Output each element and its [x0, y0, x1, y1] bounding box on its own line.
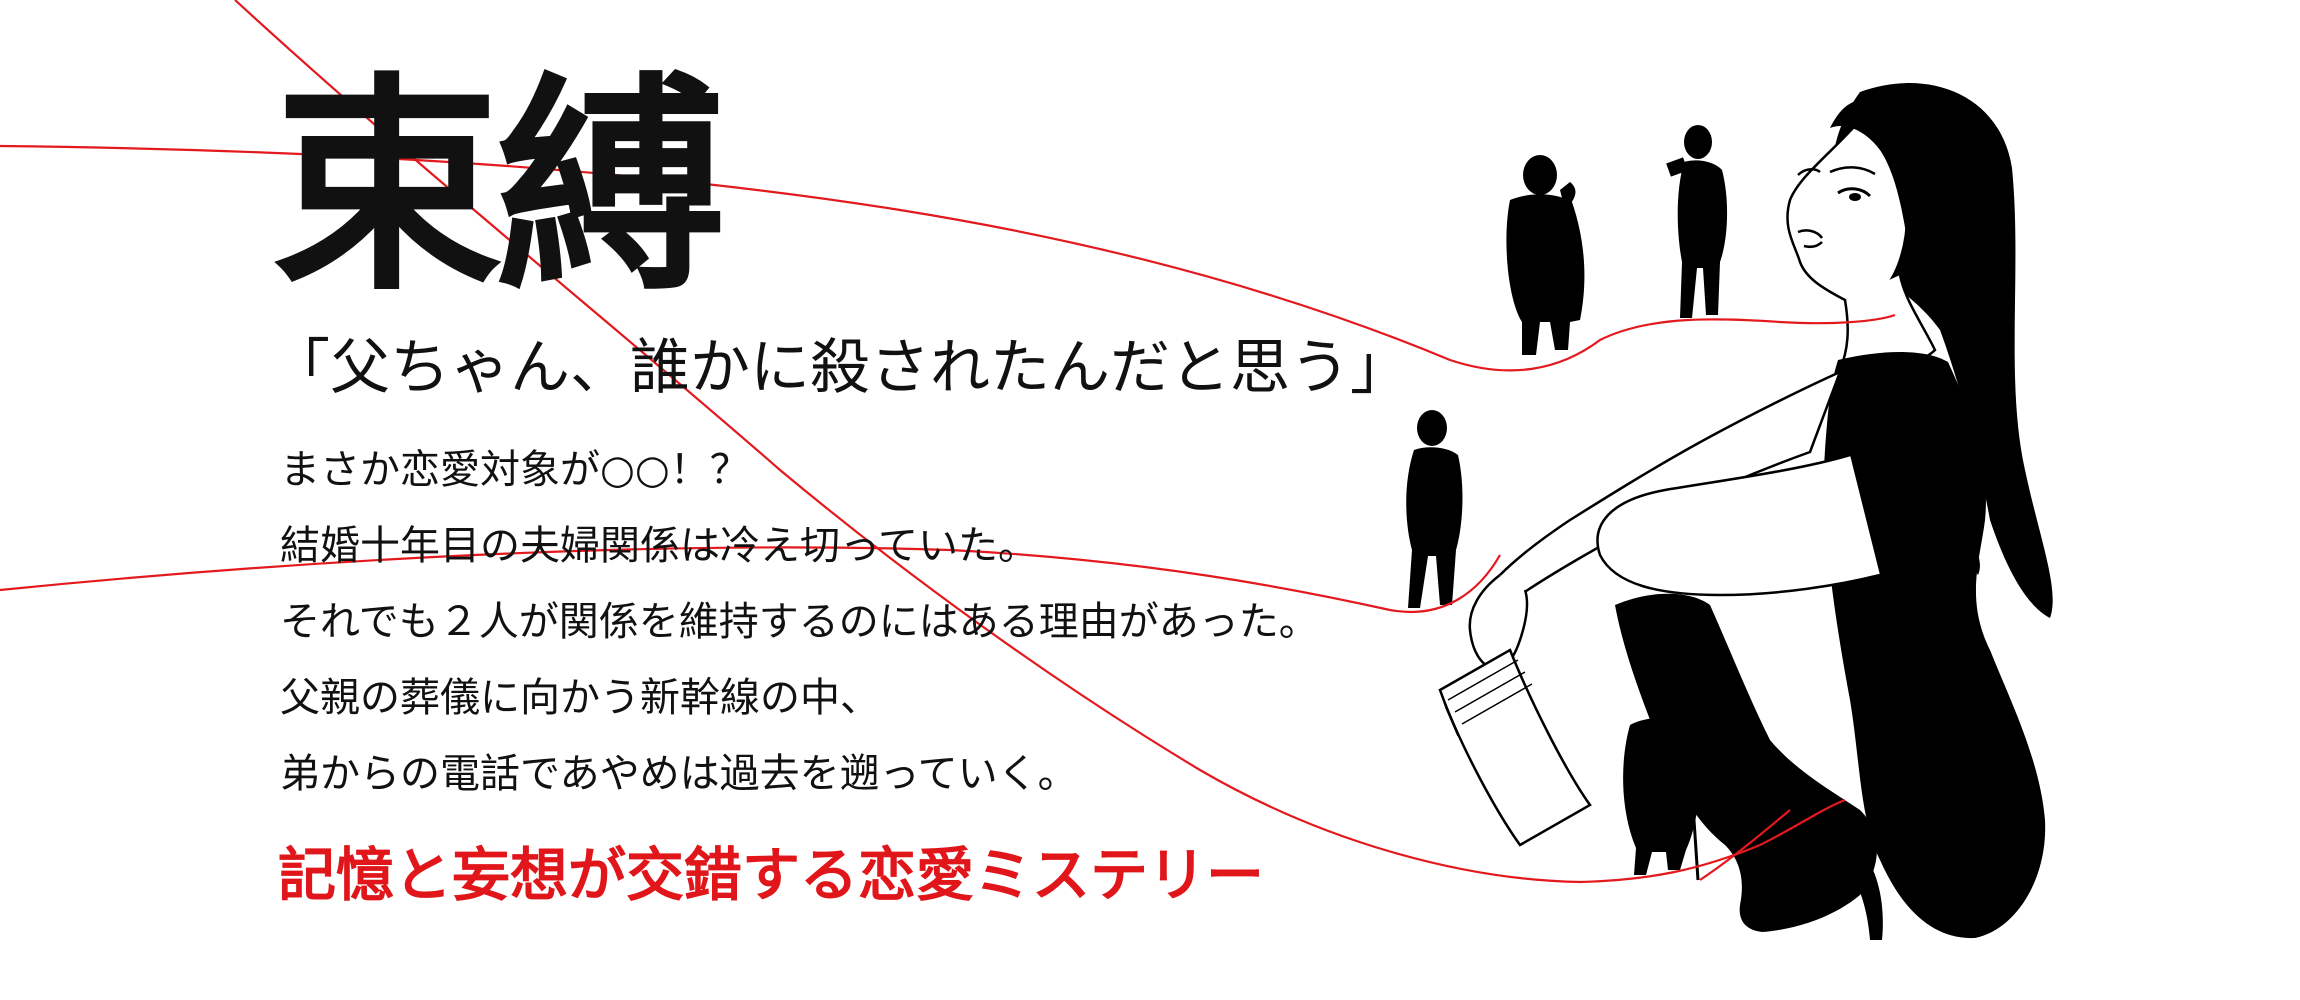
woman-eye-pupil — [1849, 193, 1861, 201]
synopsis-line: まさか恋愛対象が○○！？ — [280, 447, 750, 493]
man-silhouette-with-cane — [1623, 683, 1700, 881]
synopsis-line: 父親の葬儀に向かう新幹線の中、 — [280, 675, 880, 721]
man-silhouette-reading — [1666, 125, 1728, 318]
man-silhouette-standing — [1406, 410, 1463, 608]
woman-eye-left — [1797, 168, 1821, 176]
tagline: 記憶と妄想が交錯する恋愛ミステリー — [278, 841, 1265, 909]
woman-dress — [1824, 352, 2046, 939]
synopsis-line: 結婚十年目の夫婦関係は冷え切っていた。 — [280, 523, 1038, 569]
synopsis-line: それでも２人が関係を維持するのにはある理由があった。 — [280, 599, 1319, 645]
woman-brow — [1829, 166, 1876, 176]
synopsis-line: 弟からの電話であやめは過去を遡っていく。 — [280, 751, 1078, 797]
man-silhouette-eating — [1506, 155, 1585, 355]
woman-figure — [1438, 83, 2053, 940]
woman-eye — [1837, 187, 1872, 198]
woman-mouth — [1797, 229, 1824, 249]
woman-boot-heel — [1852, 860, 1883, 940]
page-title: 束縛 — [272, 52, 726, 322]
woman-bangs — [1830, 97, 1931, 268]
red-string — [0, 0, 1896, 884]
woman-boot — [1615, 593, 1877, 932]
quote-text: 「父ちゃん、誰かに殺されたんだと思う」 — [270, 333, 1410, 403]
synopsis-list: まさか恋愛対象が○○！？ 結婚十年目の夫婦関係は冷え切っていた。 それでも２人が… — [280, 450, 1319, 830]
woman-leg — [1596, 453, 1881, 597]
book-icon — [1438, 648, 1592, 847]
